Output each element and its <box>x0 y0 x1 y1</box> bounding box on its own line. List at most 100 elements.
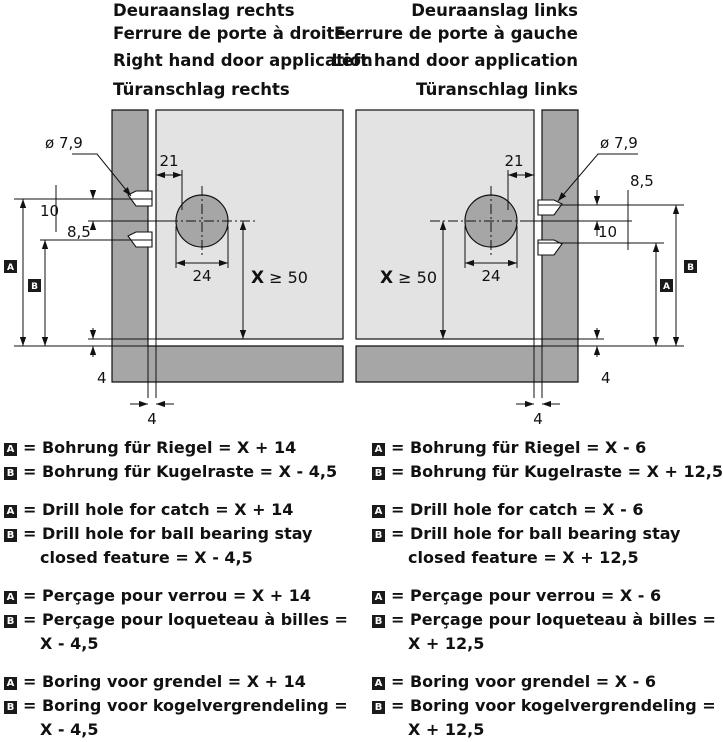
legend-gap <box>4 484 348 498</box>
dim-4h-label-left: 4 <box>533 410 543 428</box>
legend-text: = Bohrung für Kugelraste = X + 12,5 <box>391 462 723 481</box>
legend-item: A= Drill hole for catch = X + 14 <box>4 498 348 522</box>
legend-right-hand: A = Bohrung für Riegel = X + 14 B = Bohrung… <box>4 436 348 742</box>
badge-b-left <box>684 260 697 273</box>
dim-24-label-left: 24 <box>481 267 500 285</box>
left-hand-drawing: ø 7,9 21 24 8,5 10 B A 4 <box>355 109 697 428</box>
legend-text: = Boring voor grendel = X - 6 <box>391 672 656 691</box>
legend-text: = Drill hole for catch = X + 14 <box>23 500 294 519</box>
badge-a-left-text: A <box>663 282 670 292</box>
legend-text: = Drill hole for catch = X - 6 <box>391 500 644 519</box>
legend-badge: B <box>4 467 17 480</box>
legend-text: = Drill hole for ball bearing stay <box>391 524 681 543</box>
legend-item: closed feature = X - 4,5 <box>4 546 348 570</box>
legend-item: A = Bohrung für Riegel = X - 6 <box>372 436 723 460</box>
dim-10-label: 10 <box>40 202 59 220</box>
cabinet-frame-right <box>111 109 344 383</box>
catch-hole-a-left <box>537 199 563 216</box>
header-left-hand: Deuraanslag links Ferrure de porte à gau… <box>331 1 578 99</box>
legend-text: X + 12,5 <box>408 720 485 739</box>
legend-badge: A <box>372 677 385 690</box>
dim-diameter-leader-left <box>557 153 638 202</box>
dim-x-label: X≥ 50 <box>251 268 308 288</box>
header-right-line-3: Right hand door application <box>113 51 373 70</box>
badge-b-right-text: B <box>31 282 38 292</box>
badge-b-left-text: B <box>687 263 694 273</box>
cabinet-frame-left <box>355 109 579 383</box>
header-left-line-4: Türanschlag links <box>416 80 578 99</box>
badge-b-right <box>28 279 41 292</box>
legend-item: closed feature = X + 12,5 <box>372 546 723 570</box>
header-left-line-1: Deuraanslag links <box>411 1 578 20</box>
right-hand-drawing: ø 7,9 21 24 10 8,5 A B 4 <box>4 109 344 428</box>
legend-text: = Perçage pour verrou = X + 14 <box>23 586 312 605</box>
legend-text: = Perçage pour loqueteau à billes = <box>391 610 716 629</box>
header-left-line-2: Ferrure de porte à gauche <box>334 24 578 43</box>
dim-10-label-left: 10 <box>598 223 617 241</box>
legend-text: X - 4,5 <box>40 634 99 653</box>
header-right-line-2: Ferrure de porte à droite <box>113 24 346 43</box>
dim-diameter-label-left: ø 7,9 <box>600 134 638 152</box>
header-right-line-4: Türanschlag rechts <box>113 80 290 99</box>
legend-badge: A <box>372 591 385 604</box>
dim-diameter-label: ø 7,9 <box>45 134 83 152</box>
legend-badge: A <box>372 505 385 518</box>
legend-item: X + 12,5 <box>372 632 723 656</box>
legend-item: B = Boring voor kogelvergrendeling = <box>4 694 348 718</box>
legend-badge: A <box>4 443 17 456</box>
badge-a-left <box>660 279 673 292</box>
door-hole-right <box>175 194 229 248</box>
legend-text: X + 12,5 <box>408 634 485 653</box>
dim-8-5-label: 8,5 <box>67 223 91 241</box>
legend-item: B = Perçage pour loqueteau à billes = <box>372 608 723 632</box>
legend-badge: B <box>4 701 17 714</box>
legend-text: = Boring voor grendel = X + 14 <box>23 672 306 691</box>
dim-4v-label: 4 <box>97 369 107 387</box>
legend-text: = Drill hole for ball bearing stay <box>23 524 313 543</box>
dim-4h-label: 4 <box>147 410 157 428</box>
door-drilling-diagram: Deuraanslag rechts Ferrure de porte à dr… <box>4 1 697 428</box>
legend-text: closed feature = X - 4,5 <box>40 548 253 567</box>
legend-item: B = Bohrung für Kugelraste = X + 12,5 <box>372 460 723 484</box>
legend-item: B = Bohrung für Kugelraste = X - 4,5 <box>4 460 348 484</box>
dim-4v-label-left: 4 <box>601 369 611 387</box>
legend-item: A = Drill hole for catch = X - 6 <box>372 498 723 522</box>
legend-gap <box>372 570 723 584</box>
legend-text: = Boring voor kogelvergrendeling = <box>23 696 348 715</box>
legend-item: A = Perçage pour verrou = X + 14 <box>4 584 348 608</box>
legend-text: = Perçage pour verrou = X - 6 <box>391 586 662 605</box>
legend-gap <box>4 656 348 670</box>
legend-badge: B <box>4 529 17 542</box>
legend-badge: A <box>372 443 385 456</box>
dim-x-label-left: X≥ 50 <box>380 268 437 288</box>
legend-text: = Bohrung für Riegel = X + 14 <box>23 438 297 457</box>
header-left-line-3: Left hand door application <box>331 51 578 70</box>
legend-badge: A <box>4 591 17 604</box>
legend-item: B= Perçage pour loqueteau à billes = <box>4 608 348 632</box>
legend-gap <box>372 656 723 670</box>
legend-item: A = Perçage pour verrou = X - 6 <box>372 584 723 608</box>
legend-badge: B <box>372 615 385 628</box>
legend-left-hand: A = Bohrung für Riegel = X - 6 B = Bohrung … <box>372 436 723 742</box>
header-right-line-1: Deuraanslag rechts <box>113 1 295 20</box>
legend-badge: B <box>372 529 385 542</box>
legend-item: X - 4,5 <box>4 718 348 742</box>
legend-gap <box>372 484 723 498</box>
legend-text: closed feature = X + 12,5 <box>408 548 639 567</box>
legend-text: = Bohrung für Riegel = X - 6 <box>391 438 647 457</box>
legend-item: X + 12,5 <box>372 718 723 742</box>
legend-gap <box>4 570 348 584</box>
legend-text: = Bohrung für Kugelraste = X - 4,5 <box>23 462 338 481</box>
legend-item: A= Boring voor grendel = X + 14 <box>4 670 348 694</box>
badge-a-right <box>4 260 17 273</box>
badge-a-right-text: A <box>7 263 14 273</box>
legend-text: = Boring voor kogelvergrendeling = <box>391 696 716 715</box>
legend-badge: B <box>4 615 17 628</box>
dim-21-label: 21 <box>159 152 178 170</box>
legend-item: A = Boring voor grendel = X - 6 <box>372 670 723 694</box>
catch-hole-b-left <box>537 239 563 256</box>
legend-item: B = Drill hole for ball bearing stay <box>372 522 723 546</box>
legend-item: A = Bohrung für Riegel = X + 14 <box>4 436 348 460</box>
legend-item: B = Drill hole for ball bearing stay <box>4 522 348 546</box>
legend-badge: B <box>372 467 385 480</box>
